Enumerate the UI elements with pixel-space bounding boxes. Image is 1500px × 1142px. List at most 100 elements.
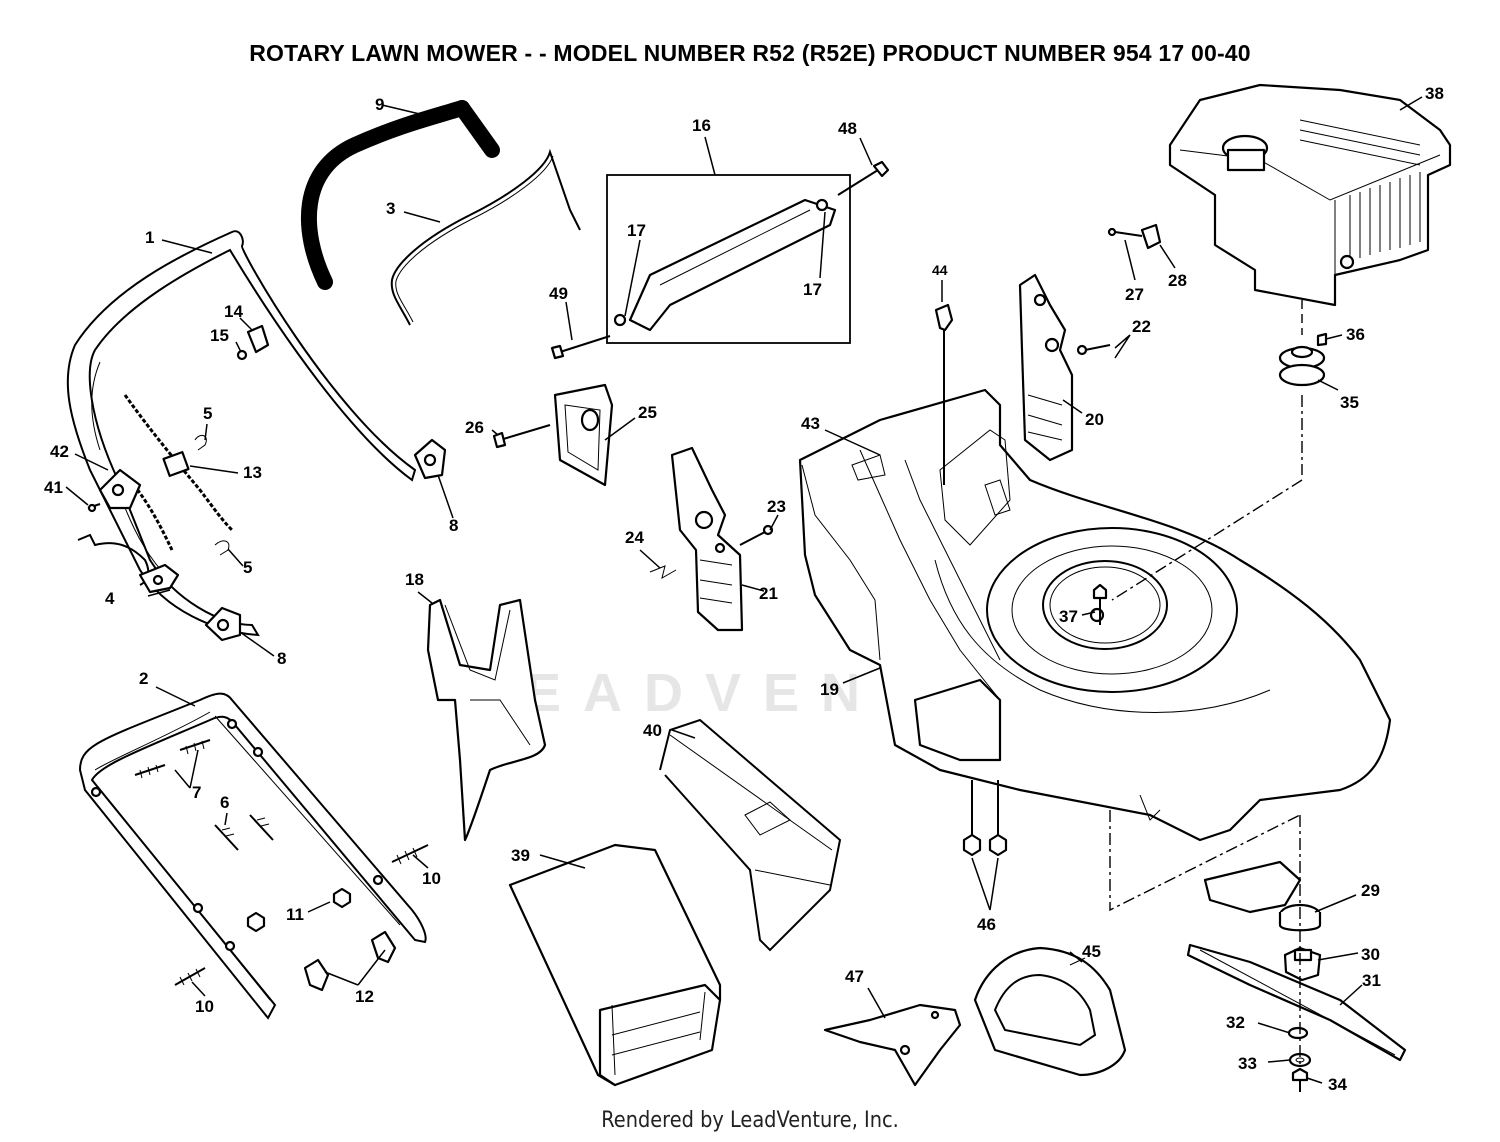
- part-9-handle-grip[interactable]: [300, 100, 500, 290]
- callout-22: 22: [1132, 317, 1151, 336]
- part-10-bolt[interactable]: [391, 844, 429, 865]
- callout-37: 37: [1059, 607, 1078, 626]
- callout-45: 45: [1082, 942, 1101, 961]
- callout-33: 33: [1238, 1054, 1257, 1073]
- part-36-key[interactable]: [1316, 332, 1328, 347]
- callout-26: 26: [465, 418, 484, 437]
- callout-46: 46: [977, 915, 996, 934]
- leader-lines: [65, 96, 1423, 1084]
- callout-13: 13: [243, 463, 262, 482]
- part-10-bolt[interactable]: [174, 967, 206, 986]
- callout-1: 1: [145, 228, 154, 247]
- assembly-lines: [1109, 300, 1303, 1070]
- callout-10: 10: [195, 997, 214, 1016]
- callout-41: 41: [44, 478, 63, 497]
- callout-5: 5: [243, 558, 252, 577]
- callout-21: 21: [759, 584, 778, 603]
- part-30-adapter-plate[interactable]: [1283, 946, 1322, 982]
- callout-35: 35: [1340, 393, 1359, 412]
- callout-3: 3: [386, 199, 395, 218]
- callout-14: 14: [224, 302, 243, 321]
- part-16-rear-flap-assembly[interactable]: [606, 174, 851, 344]
- callout-29: 29: [1361, 881, 1380, 900]
- callout-8: 8: [277, 649, 286, 668]
- part-27-screw[interactable]: [1107, 227, 1143, 237]
- callout-42: 42: [50, 442, 69, 461]
- callout-44: 44: [932, 262, 948, 278]
- callout-20: 20: [1085, 410, 1104, 429]
- part-31-blade[interactable]: [1186, 943, 1407, 1062]
- part-35-blade-adapter[interactable]: [1278, 345, 1326, 387]
- part-5-cable-tie[interactable]: [194, 434, 230, 556]
- callout-10: 10: [422, 869, 441, 888]
- callout-27: 27: [1125, 285, 1144, 304]
- callout-8: 8: [449, 516, 458, 535]
- part-23-screw[interactable]: [739, 524, 774, 546]
- part-19-mower-deck[interactable]: [798, 388, 1392, 842]
- part-21-height-adjuster[interactable]: [670, 446, 744, 632]
- part-8-handle-knob[interactable]: [204, 606, 242, 642]
- part-14-bracket[interactable]: [246, 324, 270, 354]
- callout-16: 16: [692, 116, 711, 135]
- callout-18: 18: [405, 570, 424, 589]
- callout-12: 12: [355, 987, 374, 1006]
- part-39-grass-bag[interactable]: [508, 843, 722, 1087]
- part-25-deflector[interactable]: [553, 383, 614, 487]
- callout-31: 31: [1362, 971, 1381, 990]
- callout-24: 24: [625, 528, 644, 547]
- callout-9: 9: [375, 95, 384, 114]
- part-15-screw[interactable]: [236, 349, 248, 361]
- callout-40: 40: [643, 721, 662, 740]
- part-24-spring[interactable]: [649, 565, 677, 580]
- callout-49: 49: [549, 284, 568, 303]
- callout-47: 47: [845, 967, 864, 986]
- part-42-cable-bracket[interactable]: [98, 468, 142, 510]
- part-26-bolt[interactable]: [492, 424, 551, 449]
- part-13-control-cable[interactable]: [123, 394, 234, 551]
- part-4-cable-clip[interactable]: [77, 533, 180, 594]
- callout-43: 43: [801, 414, 820, 433]
- part-11-nut[interactable]: [246, 887, 352, 933]
- part-1-upper-handle[interactable]: [66, 230, 417, 637]
- callout-34: 34: [1328, 1075, 1347, 1094]
- callout-4: 4: [105, 589, 115, 608]
- part-34-bolt[interactable]: [1291, 1067, 1309, 1092]
- part-28-bracket[interactable]: [1140, 223, 1162, 250]
- part-41-screw[interactable]: [87, 503, 101, 513]
- part-3-control-bail[interactable]: [390, 148, 581, 326]
- part-47-mulch-plug[interactable]: [823, 1003, 962, 1087]
- callout-23: 23: [767, 497, 786, 516]
- part-2-lower-handle[interactable]: [78, 692, 427, 1020]
- callout-25: 25: [638, 403, 657, 422]
- part-20-height-adjuster[interactable]: [1018, 273, 1074, 462]
- part-40-grass-bag-frame[interactable]: [659, 718, 842, 952]
- callout-7: 7: [192, 783, 201, 802]
- part-44-bolt[interactable]: [934, 303, 954, 485]
- part-29-blade-adapter[interactable]: [1203, 860, 1322, 932]
- part-6-carriage-bolt[interactable]: [214, 814, 274, 851]
- callout-38: 38: [1425, 84, 1444, 103]
- callout-19: 19: [820, 680, 839, 699]
- part-38-engine[interactable]: [1168, 83, 1452, 307]
- part-49-bolt[interactable]: [550, 335, 611, 360]
- footer-credit: Rendered by LeadVenture, Inc.: [601, 1108, 899, 1133]
- part-48-bolt[interactable]: [837, 160, 890, 196]
- callout-labels: 1 2 3 4 5 5 6 7 8 8 9 10 10 11 12 13 14 …: [44, 84, 1444, 1094]
- part-45-rear-cover[interactable]: [973, 946, 1127, 1077]
- part-8-handle-knob[interactable]: [413, 438, 447, 480]
- part-37-bolt[interactable]: [1092, 583, 1108, 625]
- part-12-cable-clip[interactable]: [303, 930, 397, 992]
- callout-17: 17: [803, 280, 822, 299]
- part-7-bolt[interactable]: [134, 739, 211, 779]
- part-22-screw[interactable]: [1076, 344, 1111, 356]
- callout-32: 32: [1226, 1013, 1245, 1032]
- part-18-discharge-chute[interactable]: [426, 598, 547, 842]
- callout-28: 28: [1168, 271, 1187, 290]
- callout-5: 5: [203, 404, 212, 423]
- callout-2: 2: [139, 669, 148, 688]
- part-32-washer[interactable]: [1287, 1026, 1309, 1040]
- part-46-nut[interactable]: [962, 780, 1008, 857]
- callout-36: 36: [1346, 325, 1365, 344]
- callout-15: 15: [210, 326, 229, 345]
